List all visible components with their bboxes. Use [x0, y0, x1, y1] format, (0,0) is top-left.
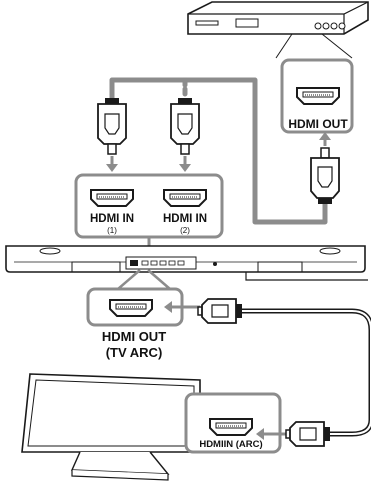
hdmi-port-icon	[163, 189, 207, 207]
cable-player-to-hdmi-in-1	[109, 77, 328, 225]
arrow-icon	[106, 164, 118, 172]
soundbar-hdmi-out-label: HDMI OUT	[102, 329, 166, 344]
hdmi-plug-icon	[97, 98, 127, 155]
arrow-icon	[319, 132, 331, 140]
hdmi-port-icon	[296, 87, 340, 105]
player-hdmi-out-label: HDMI OUT	[288, 117, 348, 131]
soundbar-leader-line	[117, 269, 141, 290]
hdmi-plug-icon	[170, 98, 200, 155]
arrow-icon	[179, 164, 191, 172]
soundbar-icon	[5, 245, 368, 281]
hdmi-port-icon	[209, 418, 253, 436]
hdmi-in-panel: HDMI IN (1) HDMI IN (2)	[74, 173, 224, 239]
arrow-icon	[164, 301, 172, 313]
hdmi-in-2-label: HDMI IN	[163, 213, 207, 225]
blu-ray-player-icon	[187, 1, 369, 35]
player-leader-line	[275, 33, 293, 59]
soundbar-leader-line	[147, 269, 171, 290]
hdmi-plug-icon	[285, 421, 330, 447]
player-leader-line	[321, 33, 353, 59]
hdmi-port-icon	[109, 299, 153, 317]
player-hdmi-out-panel: HDMI OUT	[280, 58, 354, 134]
hdmi-plug-icon	[310, 147, 340, 204]
television-icon	[21, 373, 201, 481]
hdmi-in-1-label: HDMI IN	[90, 213, 134, 225]
arrow-icon	[256, 428, 264, 440]
hdmi-plug-icon	[197, 298, 242, 324]
hdmi-in-1-number: (1)	[107, 226, 117, 235]
hdmi-port-icon	[90, 189, 134, 207]
cables	[109, 77, 371, 437]
tv-hdmi-in-label: HDMIIN (ARC)	[199, 439, 262, 450]
tv-hdmi-in-panel: HDMIIN (ARC)	[184, 392, 282, 454]
soundbar-hdmi-out-sublabel: (TV ARC)	[106, 345, 163, 360]
hdmi-in-2-number: (2)	[180, 226, 190, 235]
